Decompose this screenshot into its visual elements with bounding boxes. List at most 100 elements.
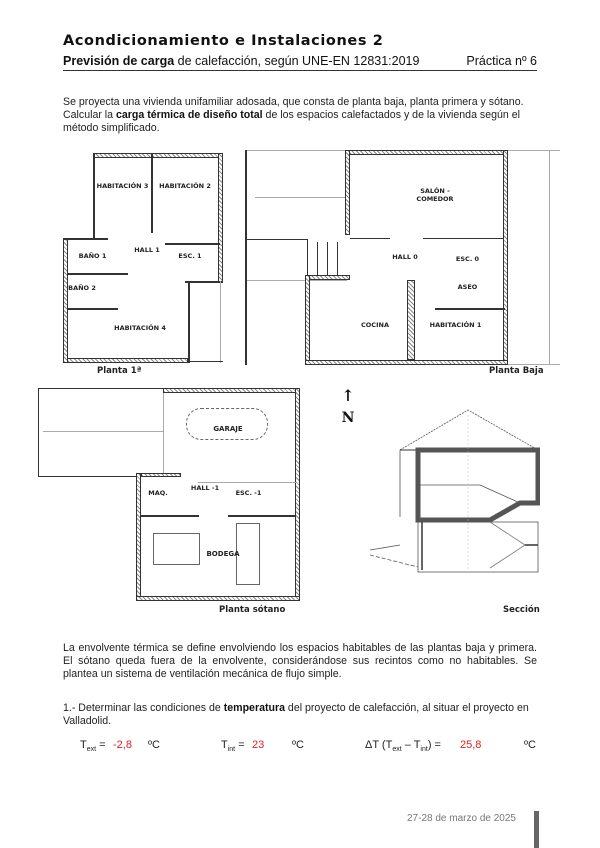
room-label: ESC. 1 xyxy=(178,252,202,260)
t-int-symbol: T xyxy=(221,739,228,751)
room-label: ESC. -1 xyxy=(235,489,262,497)
intro-line2-pre: Calcular la xyxy=(63,109,116,121)
plan-label-sotano: Planta sótano xyxy=(219,605,286,615)
room-label: BAÑO 2 xyxy=(68,284,96,292)
room-label: SALÓN - COMEDOR xyxy=(416,187,454,203)
practice-number: Práctica nº 6 xyxy=(466,54,537,68)
t-ext-label: Text = xyxy=(80,739,106,753)
room-label: BODEGA xyxy=(206,550,240,558)
intro-line1: Se proyecta una vivienda unifamiliar ado… xyxy=(63,96,524,108)
floor-plan-sotano: GARAJE MAQ. HALL -1 ESC. -1 BODEGA xyxy=(38,388,300,603)
room-label: ESC. 0 xyxy=(455,255,480,263)
wall-line xyxy=(93,153,95,238)
delta-close: ) = xyxy=(427,739,441,751)
course-title: Acondicionamiento e Instalaciones 2 xyxy=(63,33,384,49)
plan-label-seccion: Sección xyxy=(503,605,540,615)
delta-sub2: int xyxy=(420,746,428,754)
wall xyxy=(345,150,350,235)
intro-paragraph: Se proyecta una vivienda unifamiliar ado… xyxy=(63,96,537,135)
wall xyxy=(93,153,223,158)
table-outline xyxy=(153,533,200,565)
room-label: HALL -1 xyxy=(190,484,220,492)
wall-line xyxy=(245,150,247,365)
subtitle-rest: de calefacción, según UNE-EN 12831:2019 xyxy=(174,54,420,68)
room-label: COCINA xyxy=(361,321,389,329)
delta-mid: – T xyxy=(401,739,421,751)
delta-sub1: ext xyxy=(392,746,402,754)
car-outline xyxy=(186,408,268,440)
wall-line xyxy=(188,281,190,363)
wall xyxy=(63,358,188,363)
wall xyxy=(407,280,415,360)
t-int-sub: int xyxy=(227,746,236,754)
footer-date: 27-28 de marzo de 2025 xyxy=(407,813,516,824)
t-int-label: Tint = xyxy=(221,739,245,753)
wall xyxy=(136,473,141,601)
stair-line xyxy=(327,242,328,278)
room-label: HABITACIÓN 1 xyxy=(429,321,482,329)
wall-line xyxy=(185,281,223,283)
room-label: HALL 1 xyxy=(134,246,160,254)
t-ext-unit: ºC xyxy=(148,739,160,751)
t-ext-symbol: T xyxy=(80,739,87,751)
room-label: ASEO xyxy=(457,283,478,291)
wall xyxy=(163,388,300,393)
north-label: N xyxy=(341,410,355,426)
north-arrow-icon: ↑ xyxy=(341,386,355,405)
question-1-post: del proyecto de calefacción, al situar e… xyxy=(63,702,529,727)
equals: = xyxy=(96,739,106,751)
wall-line xyxy=(549,150,550,365)
wall-line xyxy=(508,364,560,365)
subtitle: Previsión de carga de calefacción, según… xyxy=(63,54,419,68)
wall-line xyxy=(508,150,560,151)
wall xyxy=(503,150,508,365)
wall xyxy=(345,150,508,155)
wall-line xyxy=(141,515,199,517)
subtitle-bold: Previsión de carga xyxy=(63,54,175,68)
floor-plan-baja: SALÓN - COMEDOR HALL 0 ESC. 0 ASEO COCIN… xyxy=(245,150,560,365)
wall-line xyxy=(68,308,118,310)
room-label: HABITACIÓN 4 xyxy=(114,324,166,332)
intro-line2-post: de los espacios calefactados y de la viv… xyxy=(63,109,520,134)
wall-line xyxy=(151,153,153,233)
t-int-value: 23 xyxy=(252,739,265,751)
room-label: MAQ. xyxy=(148,489,168,497)
t-int-unit: ºC xyxy=(292,739,304,751)
floor-plan-primera: HABITACIÓN 3 HABITACIÓN 2 HALL 1 BAÑO 1 … xyxy=(55,148,235,363)
room-label: GARAJE xyxy=(213,425,243,433)
wall-line xyxy=(68,273,128,275)
wall xyxy=(295,388,300,598)
room-label: HALL 0 xyxy=(392,253,418,261)
wall-line xyxy=(38,388,39,476)
t-ext-value: -2,8 xyxy=(113,739,132,751)
wall-line xyxy=(63,238,108,240)
question-1: 1.- Determinar las condiciones de temper… xyxy=(63,702,537,728)
wall-line xyxy=(350,238,390,239)
intro-line2: Calcular la carga térmica de diseño tota… xyxy=(63,109,537,135)
wall-line xyxy=(220,281,221,363)
table-outline xyxy=(236,523,260,585)
ramp-arrow-line xyxy=(43,431,163,432)
wall-line xyxy=(255,197,345,198)
t-ext-sub: ext xyxy=(86,746,97,754)
stair-line xyxy=(337,242,338,278)
wall xyxy=(136,596,300,601)
envelope-paragraph: La envolvente térmica se define envolvie… xyxy=(63,642,537,680)
room-label: HABITACIÓN 2 xyxy=(159,182,211,190)
wall-line xyxy=(435,308,505,310)
equals: = xyxy=(235,739,245,751)
wall-line xyxy=(38,476,138,477)
question-1-pre: 1.- Determinar las condiciones de xyxy=(63,702,224,714)
wall-line xyxy=(247,280,347,281)
room-label: BAÑO 1 xyxy=(78,252,107,260)
wall-line xyxy=(165,243,220,245)
delta-t-label: ΔT (Text – Tint) = xyxy=(365,739,441,753)
wall xyxy=(305,360,508,365)
delta-t-value: 25,8 xyxy=(460,739,482,751)
wall-line xyxy=(228,515,295,517)
stair-line xyxy=(317,242,318,278)
footer-bar xyxy=(534,811,539,848)
plan-label-baja: Planta Baja xyxy=(489,366,544,376)
wall xyxy=(305,275,310,365)
plan-label-primera: Planta 1ª xyxy=(97,366,142,376)
